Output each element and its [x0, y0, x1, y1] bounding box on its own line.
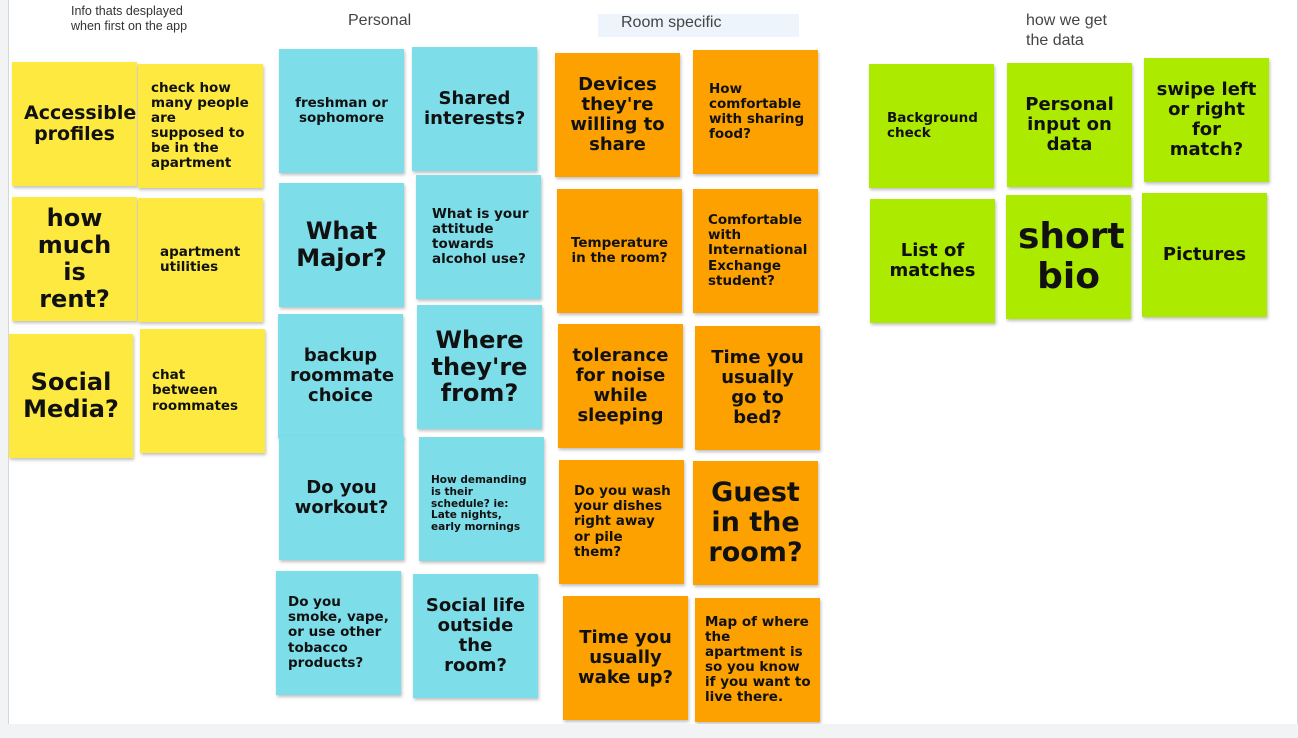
sticky-note-social-media[interactable]: Social Media? — [9, 334, 133, 458]
sticky-note-short-bio[interactable]: short bio — [1006, 195, 1131, 319]
sticky-note-social-life-outside-room[interactable]: Social life outside the room? — [413, 574, 538, 698]
sticky-note-international-exchange-student[interactable]: Comfortable with International Exchange … — [693, 189, 818, 313]
sticky-note-attitude-towards-alcohol[interactable]: What is your attitude towards alcohol us… — [416, 175, 541, 299]
sticky-note-pictures[interactable]: Pictures — [1142, 193, 1267, 317]
heading-info-displayed: Info thats desplayed when first on the a… — [71, 4, 188, 33]
sticky-note-sharing-food[interactable]: How comfortable with sharing food? — [693, 50, 818, 174]
sticky-note-map-of-apartment[interactable]: Map of where the apartment is so you kno… — [695, 598, 820, 722]
sticky-note-list-of-matches[interactable]: List of matches — [870, 199, 995, 323]
sticky-note-time-wake-up[interactable]: Time you usually wake up? — [563, 596, 688, 720]
sticky-note-devices-willing-to-share[interactable]: Devices they're willing to share — [555, 53, 680, 177]
sticky-note-where-theyre-from[interactable]: Where they're from? — [417, 305, 542, 429]
sticky-note-swipe-left-right[interactable]: swipe left or right for match? — [1144, 58, 1269, 182]
heading-room-specific-highlight — [598, 14, 799, 37]
sticky-note-backup-roommate-choice[interactable]: backup roommate choice — [278, 314, 403, 438]
sticky-note-wash-dishes[interactable]: Do you wash your dishes right away or pi… — [559, 460, 684, 584]
sticky-note-temperature-in-room[interactable]: Temperature in the room? — [557, 189, 682, 313]
sticky-note-do-you-workout[interactable]: Do you workout? — [279, 436, 404, 560]
sticky-note-background-check[interactable]: Background check — [869, 64, 994, 188]
heading-room-specific: Room specific — [621, 14, 722, 31]
sticky-note-how-demanding-schedule[interactable]: How demanding is their schedule? ie: Lat… — [419, 437, 544, 561]
sticky-note-tolerance-for-noise[interactable]: tolerance for noise while sleeping — [558, 324, 683, 448]
sticky-note-how-much-is-rent[interactable]: how much is rent? — [12, 197, 137, 321]
heading-personal: Personal — [348, 12, 412, 29]
sticky-note-guest-in-room[interactable]: Guest in the room? — [693, 461, 818, 585]
sticky-note-check-how-many-people[interactable]: check how many people are supposed to be… — [138, 64, 263, 188]
sticky-note-apartment-utilities[interactable]: apartment utilities — [138, 198, 263, 322]
heading-how-we-get-data: how we get the data — [1026, 12, 1107, 49]
sticky-note-accessible-profiles[interactable]: Accessible profiles — [12, 62, 137, 186]
whiteboard-canvas[interactable]: Info thats desplayed when first on the a… — [8, 0, 1298, 724]
sticky-note-chat-between-roommates[interactable]: chat between roommates — [140, 329, 265, 453]
sticky-note-shared-interests[interactable]: Shared interests? — [412, 47, 537, 171]
sticky-note-freshman-or-sophomore[interactable]: freshman or sophomore — [279, 49, 404, 173]
sticky-note-smoke-vape-tobacco[interactable]: Do you smoke, vape, or use other tobacco… — [276, 571, 401, 695]
sticky-note-what-major[interactable]: What Major? — [279, 183, 404, 307]
sticky-note-personal-input-on-data[interactable]: Personal input on data — [1007, 63, 1132, 187]
sticky-note-time-go-to-bed[interactable]: Time you usually go to bed? — [695, 326, 820, 450]
